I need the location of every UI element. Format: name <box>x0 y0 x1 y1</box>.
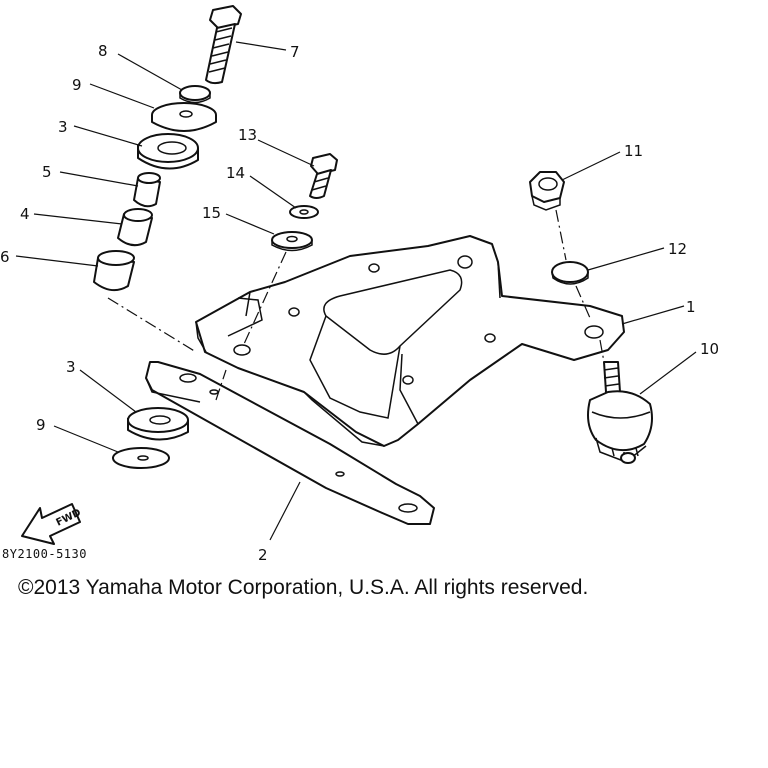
leader-9-lower <box>53 425 119 453</box>
callout-9-top: 9 <box>72 76 82 94</box>
centerline-right-washer <box>575 285 591 319</box>
centerline-lower-washer <box>215 369 227 401</box>
leader-12 <box>587 247 665 271</box>
washer-part-15 <box>271 231 313 252</box>
leader-5 <box>59 171 139 187</box>
leader-8 <box>117 53 183 91</box>
centerline-small-bolt <box>243 251 287 345</box>
callout-12: 12 <box>668 240 687 258</box>
washer-part-9-lower <box>112 447 170 469</box>
bolt-part-13 <box>309 153 338 199</box>
bracket-part-1 <box>195 235 625 447</box>
forward-arrow-icon: FWD <box>21 503 83 545</box>
leader-6 <box>15 255 99 267</box>
callout-5: 5 <box>42 163 52 181</box>
leader-1 <box>621 305 685 325</box>
copyright-notice: ©2013 Yamaha Motor Corporation, U.S.A. A… <box>18 576 589 599</box>
callout-2: 2 <box>258 546 268 564</box>
leader-14 <box>249 175 297 209</box>
leader-9-top <box>89 83 155 109</box>
centerline-left-stack <box>107 297 197 353</box>
nut-part-11 <box>529 171 565 211</box>
washer-part-9-top <box>151 102 217 132</box>
callout-14: 14 <box>226 164 245 182</box>
spacer-part-3-top <box>137 133 199 170</box>
bolt-part-7 <box>205 5 242 85</box>
washer-part-8 <box>179 85 211 104</box>
centerline-rubber-mount <box>599 339 605 363</box>
callout-11: 11 <box>624 142 643 160</box>
leader-15 <box>225 213 275 235</box>
leader-10 <box>639 351 697 395</box>
washer-part-12 <box>551 261 589 285</box>
callout-13: 13 <box>238 126 257 144</box>
callout-3-top: 3 <box>58 118 68 136</box>
callout-3-lower: 3 <box>66 358 76 376</box>
leader-2 <box>269 481 301 541</box>
callout-10: 10 <box>700 340 719 358</box>
leader-13 <box>257 139 315 167</box>
leader-3-top <box>73 125 143 147</box>
callout-8: 8 <box>98 42 108 60</box>
leader-7 <box>235 41 287 51</box>
leader-3-lower <box>79 369 137 413</box>
callout-9-lower: 9 <box>36 416 46 434</box>
callout-1: 1 <box>686 298 696 316</box>
damper-part-6 <box>93 250 135 292</box>
plate-part-2 <box>145 361 435 525</box>
rubber-mount-part-10 <box>587 361 653 464</box>
bushing-part-4 <box>117 208 153 247</box>
washer-part-14 <box>289 205 319 219</box>
callout-6: 6 <box>0 248 10 266</box>
centerline-nut <box>555 209 567 261</box>
callout-4: 4 <box>20 205 30 223</box>
exploded-parts-diagram: 1 2 3 3 4 5 6 7 8 9 9 10 11 12 13 14 15 … <box>0 5 719 564</box>
spacer-part-3-lower <box>127 407 189 441</box>
leader-4 <box>33 213 123 225</box>
leader-11 <box>561 151 621 181</box>
drawing-code: 8Y2100-5130 <box>2 547 87 561</box>
collar-part-5 <box>133 172 161 208</box>
callout-7: 7 <box>290 43 300 61</box>
callout-15: 15 <box>202 204 221 222</box>
